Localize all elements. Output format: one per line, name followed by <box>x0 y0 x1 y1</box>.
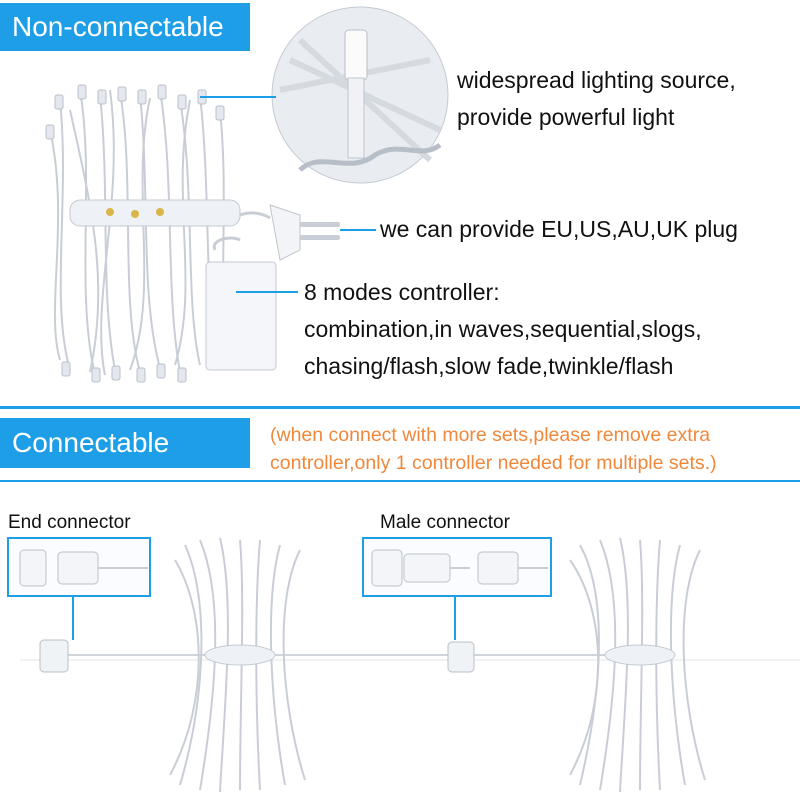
section-divider <box>0 406 800 409</box>
connectable-label: Connectable <box>12 427 170 458</box>
male-connector-label: Male connector <box>380 512 510 533</box>
non-connectable-tag: Non-connectable <box>0 3 250 51</box>
controller-text-line-1: 8 modes controller: <box>304 279 500 305</box>
non-connectable-label: Non-connectable <box>12 11 224 42</box>
light-source-text-line-2: provide powerful light <box>457 104 675 130</box>
end-connector-label: End connector <box>8 512 131 533</box>
plug-text: we can provide EU,US,AU,UK plug <box>380 216 738 242</box>
bottom-accent-line <box>0 480 800 482</box>
connectable-tag: Connectable <box>0 418 250 468</box>
controller-text-line-3: chasing/flash,slow fade,twinkle/flash <box>304 353 674 379</box>
connect-note-line-2: controller,only 1 controller needed for … <box>270 452 717 474</box>
connect-note-line-1: (when connect with more sets,please remo… <box>270 424 711 446</box>
controller-text-line-2: combination,in waves,sequential,slogs, <box>304 316 702 342</box>
light-source-text-line-1: widespread lighting source, <box>457 67 736 93</box>
